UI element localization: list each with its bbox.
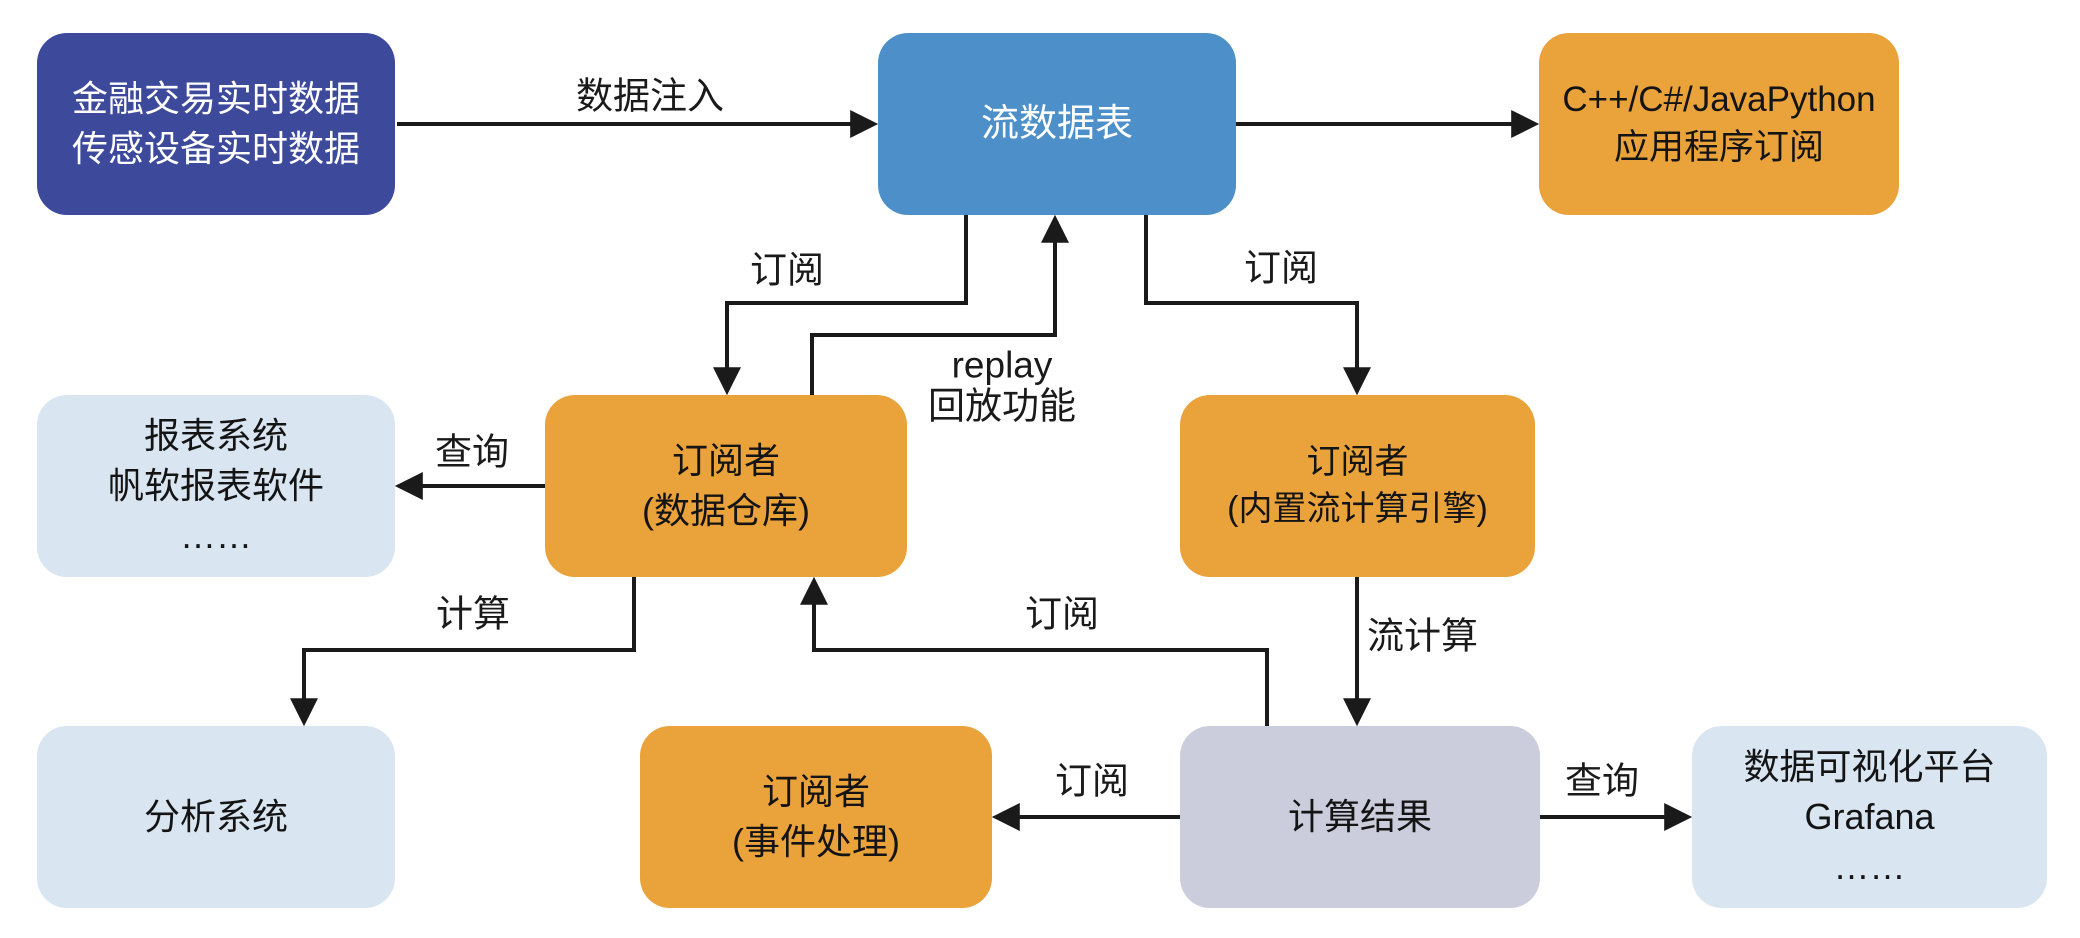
node-line: 帆软报表软件 [107, 465, 324, 507]
node-api-subscribe: C++/C#/JavaPython 应用程序订阅 [1539, 33, 1899, 215]
edge-label-subscribe-mid: 订阅 [1025, 593, 1099, 635]
node-line: 订阅者 [761, 771, 870, 813]
edge-compute-arrow [290, 577, 636, 727]
node-line: 分析系统 [143, 796, 288, 838]
edge-label-replay: replay 回放功能 [928, 345, 1076, 428]
edge-subscribe-mid-arrow [800, 576, 1269, 726]
node-line: 计算结果 [1287, 796, 1432, 838]
edge-label-subscribe-left: 订阅 [750, 249, 824, 291]
edge-label-replay-line1: replay [951, 344, 1053, 386]
node-line: 订阅者 [1306, 443, 1409, 482]
edge-subscribe-right-arrow [1144, 215, 1371, 396]
node-line: 数据可视化平台 [1743, 746, 1996, 788]
node-visualization-platform: 数据可视化平台 Grafana …… [1692, 726, 2047, 908]
node-stream-table: 流数据表 [878, 33, 1236, 215]
node-analysis-system: 分析系统 [37, 726, 395, 908]
node-line: (数据仓库) [642, 490, 810, 531]
node-line: 应用程序订阅 [1613, 128, 1824, 167]
edge-label-subscribe-bottom: 订阅 [1055, 760, 1129, 802]
node-line: (内置流计算引擎) [1227, 490, 1488, 528]
edge-label-inject: 数据注入 [576, 75, 724, 117]
node-line: 传感设备实时数据 [71, 128, 360, 169]
node-line: 订阅者 [671, 440, 780, 482]
node-line: Grafana [1804, 796, 1935, 838]
node-calc-result: 计算结果 [1180, 726, 1540, 908]
edge-label-query-right: 查询 [1565, 760, 1639, 802]
edge-label-compute: 计算 [436, 593, 510, 635]
node-line: …… [180, 514, 252, 556]
node-line: …… [1833, 845, 1906, 887]
node-line: 流数据表 [980, 102, 1133, 145]
node-subscriber-event-processing: 订阅者 (事件处理) [640, 726, 992, 908]
node-line: 金融交易实时数据 [71, 78, 360, 120]
edge-subscribe-left-arrow [713, 215, 968, 396]
node-line: 报表系统 [143, 415, 288, 457]
node-realtime-sources: 金融交易实时数据 传感设备实时数据 [37, 33, 395, 215]
node-line: (事件处理) [732, 821, 900, 862]
edge-label-query-left: 查询 [435, 431, 509, 473]
node-subscriber-data-warehouse: 订阅者 (数据仓库) [545, 395, 907, 577]
node-line: C++/C#/JavaPython [1562, 79, 1876, 119]
node-subscriber-stream-engine: 订阅者 (内置流计算引擎) [1180, 395, 1535, 577]
edge-label-replay-line2: 回放功能 [928, 386, 1076, 427]
node-report-system: 报表系统 帆软报表软件 …… [37, 395, 395, 577]
edge-label-subscribe-right: 订阅 [1244, 247, 1318, 289]
edge-label-stream-compute: 流计算 [1367, 615, 1478, 657]
edge-replay-arrow [810, 214, 1069, 395]
